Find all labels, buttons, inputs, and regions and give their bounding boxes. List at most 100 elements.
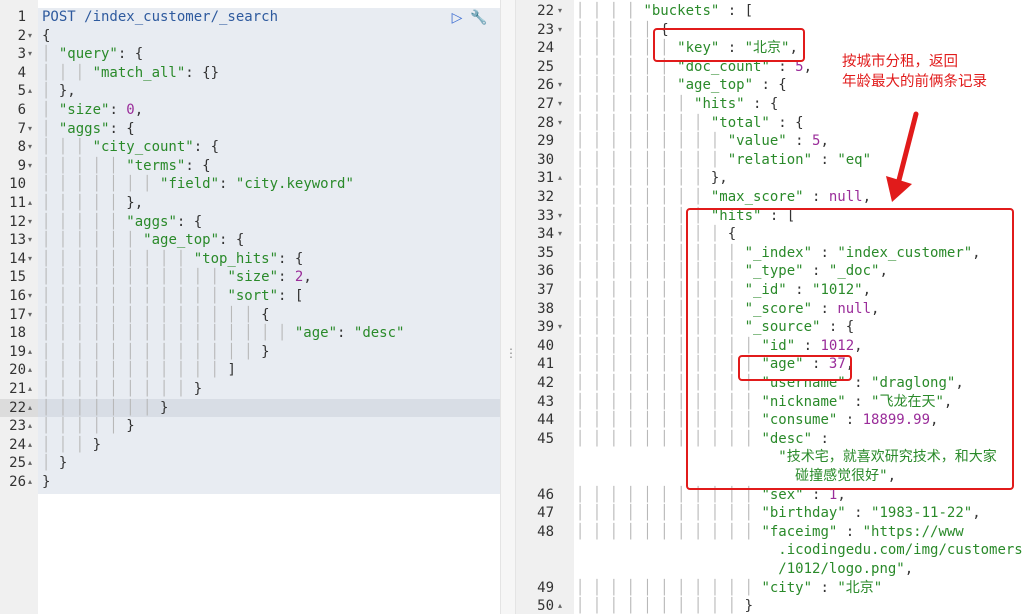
fold-expanded-icon[interactable]: ▾	[28, 30, 33, 40]
request-code-line[interactable]: 20▴│ │ │ │ │ │ │ │ │ │ │ ]	[0, 361, 500, 380]
fold-collapse-end-icon[interactable]: ▴	[558, 601, 563, 611]
fold-expanded-icon[interactable]: ▾	[28, 253, 33, 263]
indent-guide: │ │ │ │ │ │ │ │ │ │	[576, 300, 745, 317]
code-token: "https://www	[862, 523, 964, 540]
fold-expanded-icon[interactable]: ▾	[558, 229, 563, 239]
request-code-line[interactable]: 26▴}	[0, 473, 500, 492]
request-code-line[interactable]: 15│ │ │ │ │ │ │ │ │ │ │ "size": 2,	[0, 268, 500, 287]
request-code-line[interactable]: 2▾{	[0, 27, 500, 46]
fold-collapse-end-icon[interactable]: ▴	[28, 86, 33, 96]
request-code-line[interactable]: 5▴│ },	[0, 82, 500, 101]
request-code-line[interactable]: 17▾│ │ │ │ │ │ │ │ │ │ │ │ │ {	[0, 306, 500, 325]
request-code-line[interactable]: 13▾│ │ │ │ │ │ "age_top": {	[0, 231, 500, 250]
code-token: "relation"	[727, 151, 813, 168]
request-code-line[interactable]: 16▾│ │ │ │ │ │ │ │ │ │ │ "sort": [	[0, 287, 500, 306]
code-token: "1983-11-22"	[871, 505, 973, 522]
fold-expanded-icon[interactable]: ▾	[28, 123, 33, 133]
request-code-line[interactable]: 3▾│ "query": {	[0, 45, 500, 64]
code-token: : {	[753, 77, 787, 94]
fold-expanded-icon[interactable]: ▾	[558, 99, 563, 108]
indent-guide: │ │ │ │ │ │ │ │ │	[576, 133, 728, 150]
fold-expanded-icon[interactable]: ▾	[558, 117, 563, 127]
request-code-line[interactable]: 18│ │ │ │ │ │ │ │ │ │ │ │ │ │ │ "age": "…	[0, 324, 500, 343]
wrench-icon[interactable]: 🔧	[470, 10, 488, 26]
response-viewer-pane[interactable]: 22▾│ │ │ │ "buckets" : [23▾│ │ │ │ │ {24…	[516, 0, 1026, 614]
indent-guide: │ │ │ │ │ │ │ │	[576, 170, 711, 187]
fold-expanded-icon[interactable]: ▾	[28, 216, 33, 226]
code-text: │ │ │ │ │ │ │ │ "max_score" : null,	[576, 188, 871, 207]
fold-expanded-icon[interactable]: ▾	[28, 309, 33, 319]
line-number: 35	[537, 244, 554, 261]
request-code-line[interactable]: 12▾│ │ │ │ │ "aggs": {	[0, 213, 500, 232]
indent-guide: │ │ │ │ │ │ │ │ │ │ │ │ │ │ │	[42, 325, 295, 342]
fold-expanded-icon[interactable]: ▾	[558, 322, 563, 332]
fold-collapse-end-icon[interactable]: ▴	[28, 477, 33, 486]
indent-guide: │ │ │ │ │ │ │ │ │ │ │	[576, 412, 762, 429]
code-text: │ │ │ │ │ │ │ │ │ │ │ ]	[42, 361, 236, 380]
code-text: │ │ │ │ │ │ │ │ │ │ │ "id" : 1012,	[576, 337, 863, 356]
resize-handle-icon[interactable]: ⋮	[505, 346, 517, 360]
fold-collapse-end-icon[interactable]: ▴	[28, 346, 33, 356]
fold-collapse-end-icon[interactable]: ▴	[28, 384, 33, 393]
code-text: │ "aggs": {	[42, 120, 135, 139]
request-code-line[interactable]: 23▴│ │ │ │ │ }	[0, 417, 500, 436]
fold-collapse-end-icon[interactable]: ▴	[28, 365, 33, 375]
request-code-line[interactable]: 19▴│ │ │ │ │ │ │ │ │ │ │ │ │ }	[0, 343, 500, 362]
pane-resizer[interactable]: ⋮	[500, 0, 517, 614]
fold-collapse-end-icon[interactable]: ▴	[28, 198, 33, 207]
request-code-line[interactable]: 24▴│ │ │ }	[0, 436, 500, 455]
code-token: "hits"	[694, 96, 745, 112]
fold-collapse-end-icon[interactable]: ▴	[28, 458, 33, 468]
code-token: "hits"	[710, 207, 762, 224]
code-token: ,	[837, 486, 846, 503]
response-code-line: 48│ │ │ │ │ │ │ │ │ │ │ "faceimg" : "htt…	[516, 523, 1026, 542]
fold-expanded-icon[interactable]: ▾	[558, 210, 563, 220]
code-token: "city.keyword"	[235, 176, 354, 193]
line-number: 47	[537, 505, 554, 522]
code-token: :	[786, 133, 813, 150]
request-line-gutter	[0, 0, 38, 614]
fold-expanded-icon[interactable]: ▾	[28, 142, 33, 152]
request-code-line[interactable]: 8▾│ │ │ "city_count": {	[0, 138, 500, 157]
fold-expanded-icon[interactable]: ▾	[558, 80, 563, 90]
fold-collapse-end-icon[interactable]: ▴	[558, 173, 563, 183]
code-token: : {	[185, 157, 211, 174]
code-token: "_source"	[744, 319, 821, 336]
request-code-line[interactable]: 7▾ │ "aggs": {	[0, 120, 500, 139]
fold-expanded-icon[interactable]: ▾	[28, 291, 33, 300]
request-code-line[interactable]: 11▴│ │ │ │ │ },	[0, 194, 500, 213]
request-code-line[interactable]: 22▴│ │ │ │ │ │ │ }	[0, 399, 500, 418]
fold-expanded-icon[interactable]: ▾	[28, 235, 33, 245]
code-token: : {	[744, 96, 779, 112]
fold-expanded-icon[interactable]: ▾	[28, 160, 33, 170]
indent-guide	[576, 542, 778, 558]
line-number: 37	[537, 282, 554, 298]
play-icon[interactable]: ▷	[451, 10, 463, 26]
fold-expanded-icon[interactable]: ▾	[558, 6, 563, 15]
request-code-line[interactable]: 14▾│ │ │ │ │ │ │ │ │ "top_hits": {	[0, 250, 500, 269]
response-code-line: 43│ │ │ │ │ │ │ │ │ │ │ "nickname" : "飞龙…	[516, 393, 1026, 412]
request-code-line[interactable]: 4│ │ │ "match_all": {}	[0, 64, 500, 83]
fold-collapse-end-icon[interactable]: ▴	[28, 439, 33, 449]
line-number: 4	[17, 64, 26, 81]
code-token: ,	[303, 269, 312, 286]
request-code-line[interactable]: 6│ "size": 0,	[0, 101, 500, 120]
code-token: "age_top"	[677, 77, 754, 94]
request-code-line[interactable]: 10│ │ │ │ │ │ │ "field": "city.keyword"	[0, 175, 500, 194]
fold-expanded-icon[interactable]: ▾	[28, 49, 33, 59]
line-number: 7	[17, 120, 26, 137]
code-token: :	[278, 269, 295, 286]
indent-guide: │ │ │ │ │ │ │ │ │	[576, 226, 728, 243]
request-code-line[interactable]: 9▾│ │ │ │ │ "terms": {	[0, 157, 500, 176]
code-token: "birthday"	[761, 505, 846, 522]
fold-expanded-icon[interactable]: ▾	[558, 24, 563, 34]
indent-guide: │	[42, 83, 59, 100]
fold-collapse-end-icon[interactable]: ▴	[28, 402, 33, 412]
fold-collapse-end-icon[interactable]: ▴	[28, 421, 33, 431]
indent-guide: │ │ │ │ │ │ │ │	[576, 189, 711, 205]
code-text: │ │ │ │ │ │ │ │ │ │ │ "faceimg" : "https…	[576, 523, 964, 542]
request-code-line[interactable]: 21▴│ │ │ │ │ │ │ │ │ }	[0, 380, 500, 399]
request-code-line[interactable]: 25▴│ }	[0, 454, 500, 473]
